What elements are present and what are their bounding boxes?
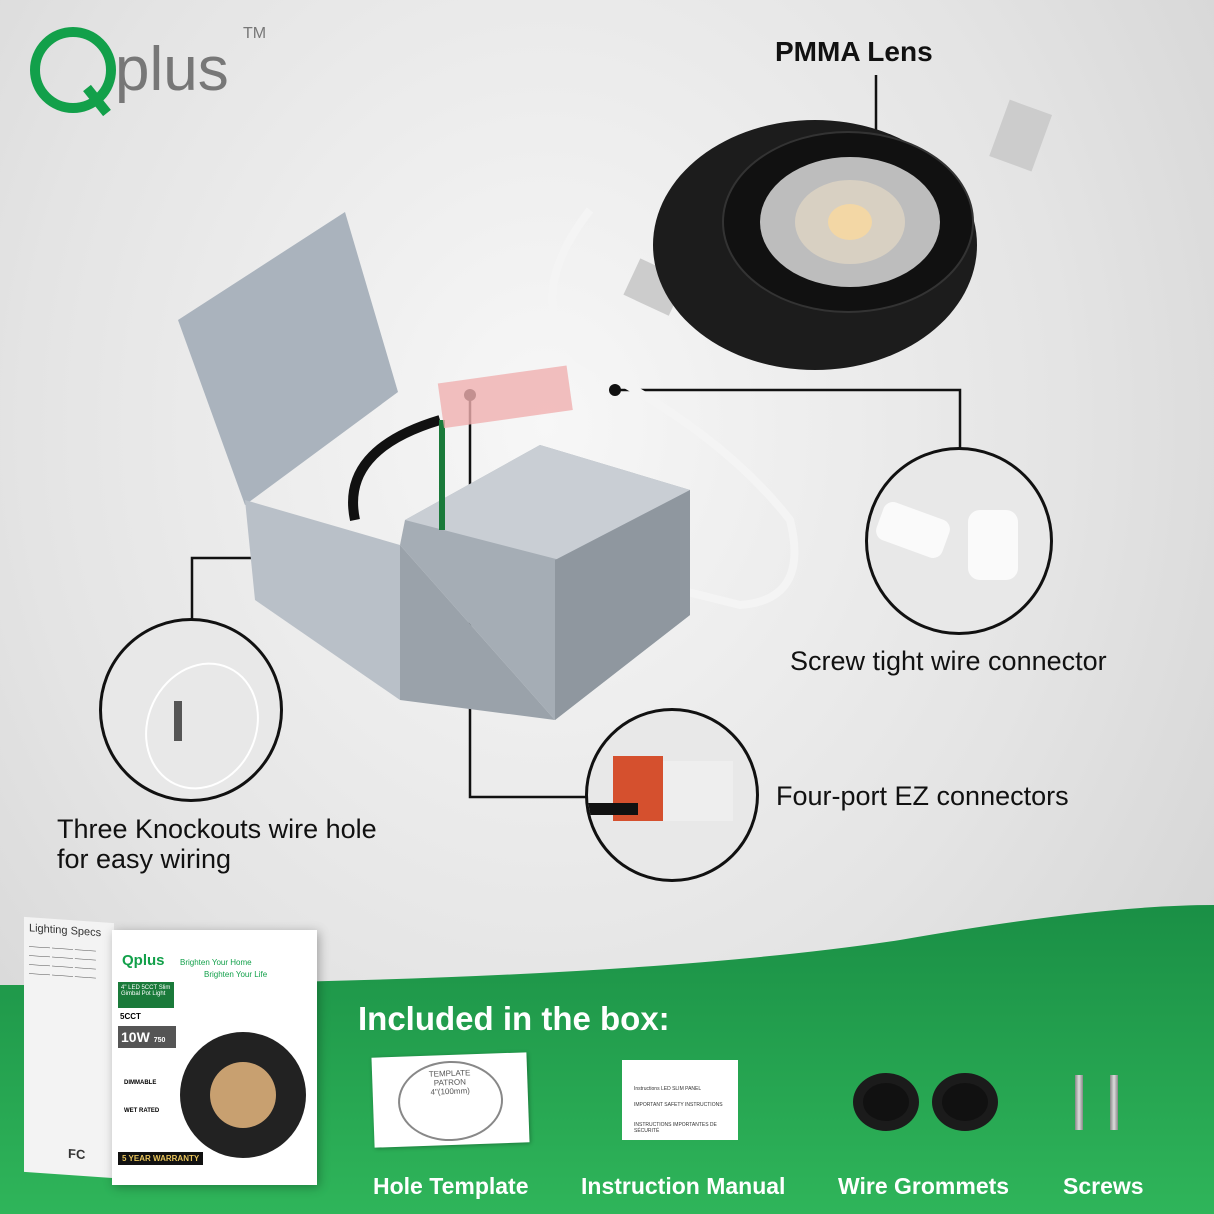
svg-text:plus: plus — [115, 35, 229, 104]
label-screws: Screws — [1063, 1173, 1144, 1199]
package-slogan-1: Brighten Your Home — [180, 958, 252, 967]
manual-safety-fr: INSTRUCTIONS IMPORTANTES DE SÉCURITÉ — [634, 1122, 717, 1134]
knockout-label-line1: Three Knockouts wire hole — [57, 814, 377, 844]
qplus-logo: plus TM — [25, 18, 275, 118]
knockout-closeup — [99, 618, 283, 802]
wire-connector-closeup — [865, 447, 1053, 635]
knockout-label-line2: for easy wiring — [57, 844, 232, 874]
ez-connector-label: Four-port EZ connectors — [776, 781, 1069, 811]
pot-light-fixture — [623, 99, 1053, 370]
manual-title: Instructions LED SLIM PANEL — [634, 1086, 702, 1092]
package-side: Lighting Specs ——— ——— —————— ——— ——————… — [24, 916, 114, 1179]
screw-icon — [1075, 1075, 1083, 1130]
package-front: Qplus Brighten Your Home Brighten Your L… — [112, 930, 317, 1185]
package-watts: 10W — [121, 1029, 150, 1045]
included-heading: Included in the box: — [358, 1000, 670, 1037]
hole-template-image: TEMPLATE PATRON 4"(100mm) — [371, 1052, 530, 1148]
lighting-specs-title: Lighting Specs — [29, 922, 102, 940]
grommet-icon — [853, 1073, 919, 1131]
label-wire-grommets: Wire Grommets — [838, 1173, 1010, 1199]
package-warranty: 5 YEAR WARRANTY — [118, 1152, 204, 1165]
package-lumens: 750 — [153, 1037, 166, 1044]
label-hole-template: Hole Template — [373, 1173, 529, 1199]
package-slogan-2: Brighten Your Life — [204, 970, 268, 979]
package-cct: 5CCT — [120, 1012, 141, 1021]
ez-connector-closeup — [585, 708, 759, 882]
svg-text:TM: TM — [243, 25, 266, 42]
fc-mark: FC — [68, 1145, 86, 1163]
package-wet-rated: WET RATED — [124, 1108, 160, 1114]
junction-box — [178, 212, 690, 720]
grommet-icon — [932, 1073, 998, 1131]
screw-connector-label: Screw tight wire connector — [790, 646, 1107, 676]
instruction-manual-image: Instructions LED SLIM PANEL IMPORTANT SA… — [622, 1060, 738, 1140]
label-instruction-manual: Instruction Manual — [581, 1173, 786, 1199]
pmma-lens-label: PMMA Lens — [775, 36, 933, 67]
package-dimmable: DIMMABLE — [124, 1080, 157, 1086]
package-brand: Qplus — [122, 952, 165, 969]
package-product-name: 4" LED 5CCT Slim Gimbal Pot Light — [118, 982, 174, 1008]
manual-safety-en: IMPORTANT SAFETY INSTRUCTIONS — [634, 1102, 723, 1108]
screw-icon — [1110, 1075, 1118, 1130]
